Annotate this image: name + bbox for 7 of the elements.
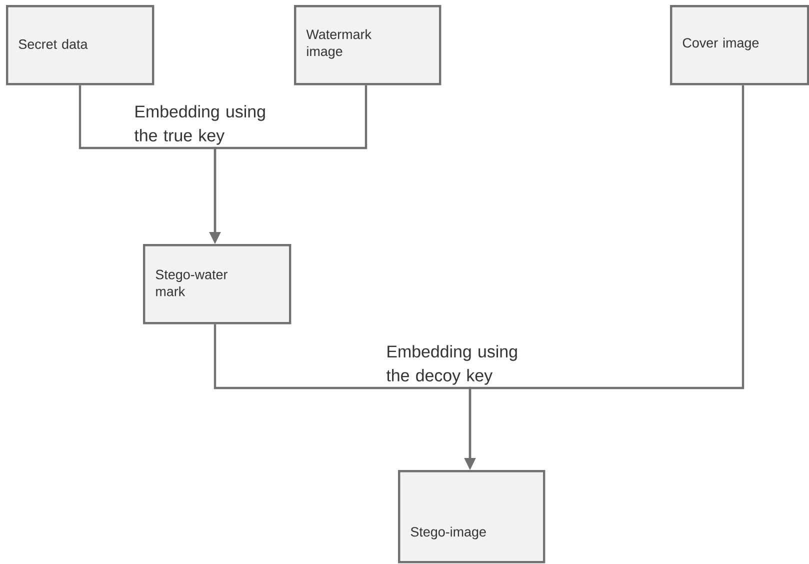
- process-box: Watermark image: [294, 5, 442, 86]
- process-box: Secret data: [6, 5, 154, 86]
- process-box: Cover image: [670, 5, 809, 86]
- edge-label: Embedding using the decoy key: [386, 345, 517, 385]
- process-box: Stego-image: [398, 470, 546, 564]
- edge-label: Embedding using the true key: [134, 105, 265, 145]
- process-box: Stego-water mark: [143, 244, 292, 324]
